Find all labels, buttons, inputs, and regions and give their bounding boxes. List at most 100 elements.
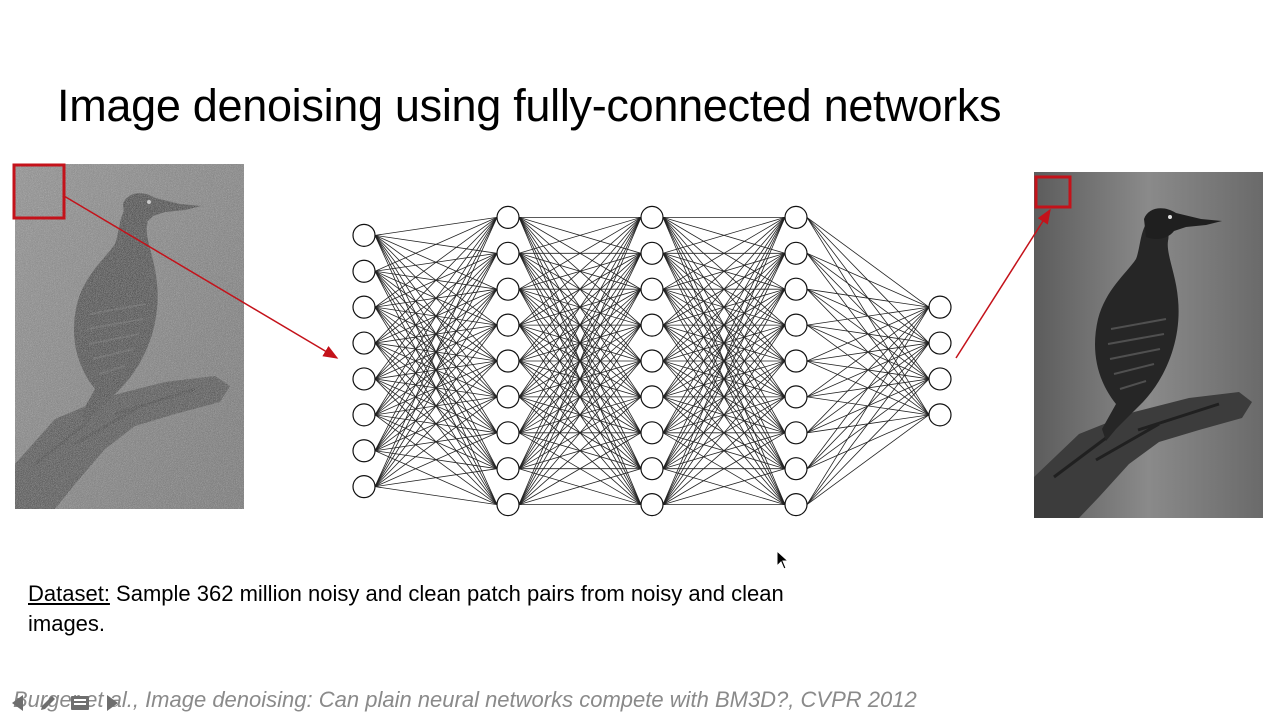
network-edge: [662, 360, 786, 505]
network-edge: [518, 432, 642, 470]
network-edge: [518, 217, 642, 505]
network-edge: [662, 253, 786, 398]
network-edge: [374, 271, 498, 469]
network-edge: [806, 396, 930, 416]
network-edge: [374, 288, 498, 416]
network-edge: [662, 324, 786, 469]
network-edge: [518, 217, 642, 433]
prev-arrow-icon: [12, 695, 23, 711]
network-edge: [518, 253, 642, 362]
network-edge: [806, 288, 930, 344]
network-edge: [374, 306, 498, 326]
network-node-layer-2: [496, 457, 520, 481]
network-edge: [806, 252, 930, 344]
network-node-layer-1: [352, 403, 376, 427]
network-edge: [806, 378, 930, 398]
network-edge: [662, 217, 786, 254]
network-node-layer-4: [784, 349, 808, 373]
network-edge: [518, 324, 642, 505]
network-edge: [806, 306, 930, 469]
network-edge: [662, 288, 786, 398]
network-edge: [806, 414, 930, 505]
network-edge: [662, 360, 786, 398]
network-edge: [374, 396, 498, 416]
slide-menu-button[interactable]: [66, 690, 94, 716]
network-edge: [806, 306, 930, 326]
network-edges: [374, 216, 930, 506]
network-edge: [374, 253, 498, 380]
network-edge: [518, 289, 642, 505]
network-edge: [662, 288, 786, 469]
network-edge: [374, 468, 498, 488]
network-edge: [662, 217, 786, 290]
mouse-cursor-icon: [776, 550, 790, 570]
network-edge: [662, 253, 786, 362]
network-edge: [662, 324, 786, 434]
dataset-text: Sample 362 million noisy and clean patch…: [28, 581, 784, 636]
network-node-layer-5: [928, 295, 952, 319]
network-edge: [662, 217, 786, 469]
network-edge: [662, 217, 786, 505]
prev-slide-button[interactable]: [4, 690, 32, 716]
network-node-layer-4: [784, 241, 808, 265]
network-edge: [662, 432, 786, 470]
network-node-layer-4: [784, 205, 808, 229]
network-edge: [662, 252, 786, 290]
network-edge: [662, 288, 786, 362]
network-edge: [662, 217, 786, 326]
network-edge: [662, 217, 786, 362]
network-edge: [518, 217, 642, 505]
network-edge: [374, 378, 498, 470]
network-edge: [518, 396, 642, 470]
network-edge: [518, 288, 642, 362]
network-edge: [662, 217, 786, 433]
network-edge: [518, 324, 642, 398]
network-node-layer-5: [928, 367, 952, 391]
network-node-layer-3: [640, 241, 664, 265]
network-edge: [518, 324, 642, 398]
network-edge: [662, 468, 786, 505]
dataset-label: Dataset:: [28, 581, 110, 606]
network-edge: [374, 217, 498, 236]
network-edge: [662, 253, 786, 362]
network-edge: [518, 324, 642, 505]
network-edge: [374, 414, 498, 470]
network-edge: [374, 234, 498, 254]
network-edge: [518, 288, 642, 469]
network-edge: [806, 253, 930, 416]
network-edge: [806, 288, 930, 416]
network-node-layer-4: [784, 457, 808, 481]
network-edge: [374, 288, 498, 487]
network-node-layer-1: [352, 475, 376, 499]
network-edge: [374, 324, 498, 380]
network-edge: [518, 288, 642, 434]
network-edge: [518, 253, 642, 469]
network-edge: [806, 217, 930, 344]
network-edge: [374, 217, 498, 272]
pen-tool-button[interactable]: [34, 690, 62, 716]
network-node-layer-3: [640, 421, 664, 445]
network-edge: [374, 252, 498, 308]
network-edge: [518, 324, 642, 469]
network-edge: [518, 253, 642, 398]
network-edge: [374, 217, 498, 344]
network-node-layer-1: [352, 259, 376, 283]
network-node-layer-3: [640, 349, 664, 373]
network-edge: [374, 288, 498, 344]
next-slide-button[interactable]: [98, 690, 126, 716]
network-edge: [374, 306, 498, 505]
network-edge: [662, 288, 786, 362]
network-edge: [806, 360, 930, 380]
network-edge: [662, 288, 786, 398]
network-edge: [662, 252, 786, 290]
network-edge: [662, 217, 786, 362]
network-edge: [806, 306, 930, 362]
network-edge: [374, 360, 498, 452]
network-edge: [374, 306, 498, 469]
network-edge: [662, 324, 786, 398]
network-edge: [662, 253, 786, 505]
network-edge: [518, 360, 642, 469]
network-edge: [662, 217, 786, 326]
network-edge: [518, 253, 642, 434]
network-edge: [518, 252, 642, 290]
